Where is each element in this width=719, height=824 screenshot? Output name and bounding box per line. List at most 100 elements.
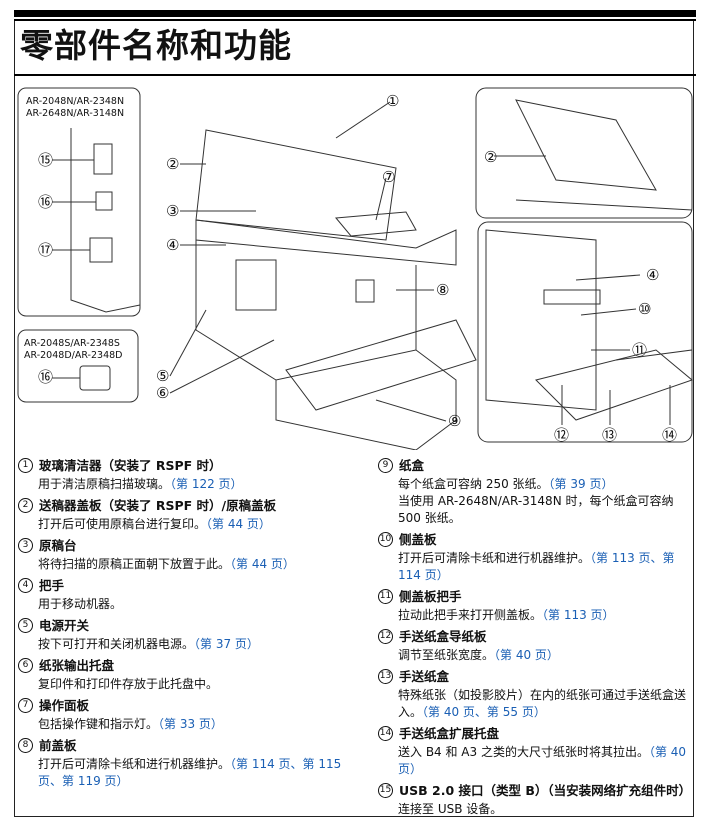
part-item-2: 2 送稿器盖板（安装了 RSPF 时）/原稿盖板 打开后可使用原稿台进行复印。（… — [18, 497, 368, 533]
page-reference-link[interactable]: （第 33 页） — [158, 717, 223, 731]
callout-13: ⑬ — [602, 426, 617, 444]
part-number-badge: 3 — [18, 538, 33, 553]
part-description: 复印件和打印件存放于此托盘中。 — [18, 676, 368, 693]
callout-3: ③ — [166, 202, 179, 220]
part-description: 送入 B4 和 A3 之类的大尺寸纸张时将其拉出。（第 40 页） — [378, 744, 696, 778]
part-description: 打开后可清除卡纸和进行机器维护。（第 113 页、第 114 页） — [378, 550, 696, 584]
part-description: 按下可打开和关闭机器电源。（第 37 页） — [18, 636, 368, 653]
callout-17: ⑰ — [38, 241, 53, 259]
part-description-text: 用于清洁原稿扫描玻璃。 — [38, 477, 171, 491]
part-number-badge: 15 — [378, 783, 393, 798]
page-reference-link[interactable]: （第 113 页、第 114 页） — [398, 551, 675, 582]
part-number-badge: 5 — [18, 618, 33, 633]
page-reference-link[interactable]: （第 114 页、第 115 页、第 119 页） — [38, 757, 342, 788]
part-number-badge: 12 — [378, 629, 393, 644]
page-reference-link[interactable]: （第 113 页） — [542, 608, 615, 622]
part-title: 侧盖板把手 — [399, 589, 462, 604]
part-item-14: 14 手送纸盒扩展托盘 送入 B4 和 A3 之类的大尺寸纸张时将其拉出。（第 … — [378, 725, 696, 778]
part-number-badge: 14 — [378, 726, 393, 741]
part-number-badge: 8 — [18, 738, 33, 753]
lan-port-icon — [89, 237, 113, 263]
parts-illustration: AR-2048N/AR-2348N AR-2648N/AR-3148N AR-2… — [16, 80, 694, 451]
paper-tray-shape — [285, 319, 477, 411]
usb-b-port-icon — [95, 191, 113, 211]
callout-5: ⑤ — [156, 367, 169, 385]
part-description: 包括操作键和指示灯。（第 33 页） — [18, 716, 368, 733]
part-description-text: 将待扫描的原稿正面朝下放置于此。 — [38, 557, 231, 571]
callout-9: ⑨ — [448, 412, 461, 430]
part-title: USB 2.0 接口（类型 B）（当安装网络扩充组件时） — [399, 783, 692, 798]
part-number-badge: 6 — [18, 658, 33, 673]
part-item-12: 12 手送纸盒导纸板 调节至纸张宽度。（第 40 页） — [378, 628, 696, 664]
part-description: 调节至纸张宽度。（第 40 页） — [378, 647, 696, 664]
part-title: 送稿器盖板（安装了 RSPF 时）/原稿盖板 — [39, 498, 277, 513]
part-description-text: 送入 B4 和 A3 之类的大尺寸纸张时将其拉出。 — [398, 745, 649, 759]
part-title: 纸张输出托盘 — [39, 658, 115, 673]
callout-15: ⑮ — [38, 151, 53, 169]
part-title: 手送纸盒导纸板 — [399, 629, 487, 644]
callout-4-inset: ④ — [646, 266, 659, 284]
page-reference-link[interactable]: （第 37 页） — [194, 637, 259, 651]
part-description: 将待扫描的原稿正面朝下放置于此。（第 44 页） — [18, 556, 368, 573]
callout-2: ② — [166, 155, 179, 173]
callout-12: ⑫ — [554, 426, 569, 444]
part-number-badge: 4 — [18, 578, 33, 593]
part-title: 操作面板 — [39, 698, 90, 713]
part-title: 把手 — [39, 578, 65, 593]
part-title: 电源开关 — [39, 618, 90, 633]
part-description-text: 打开后可清除卡纸和进行机器维护。 — [38, 757, 231, 771]
header-bar-thin — [14, 19, 696, 21]
part-description-text: 每个纸盒可容纳 250 张纸。 — [398, 477, 549, 491]
callout-7: ⑦ — [382, 168, 395, 186]
callout-1: ① — [386, 92, 399, 110]
part-item-6: 6 纸张输出托盘 复印件和打印件存放于此托盘中。 — [18, 657, 368, 693]
part-number-badge: 10 — [378, 532, 393, 547]
model-label-bottom-2: AR-2048D/AR-2348D — [24, 350, 122, 361]
model-label-bottom-1: AR-2048S/AR-2348S — [24, 338, 120, 349]
page-reference-link[interactable]: （第 39 页） — [548, 477, 614, 491]
usb-port-icon — [93, 143, 113, 175]
part-description: 打开后可清除卡纸和进行机器维护。（第 114 页、第 115 页、第 119 页… — [18, 756, 368, 790]
page-reference-link[interactable]: （第 40 页、第 55 页） — [422, 705, 546, 719]
part-title: 玻璃清洁器（安装了 RSPF 时） — [39, 458, 222, 473]
page-title: 零部件名称和功能 — [20, 26, 292, 65]
part-item-3: 3 原稿台 将待扫描的原稿正面朝下放置于此。（第 44 页） — [18, 537, 368, 573]
part-title: 手送纸盒 — [399, 669, 450, 684]
page-reference-link[interactable]: （第 40 页） — [398, 745, 687, 776]
page-reference-link[interactable]: （第 122 页） — [170, 477, 243, 491]
part-description: 打开后可使用原稿台进行复印。（第 44 页） — [18, 516, 368, 533]
part-item-13: 13 手送纸盒 特殊纸张（如投影胶片）在内的纸张可通过手送纸盒送入。（第 40 … — [378, 668, 696, 721]
part-number-badge: 2 — [18, 498, 33, 513]
page-reference-link[interactable]: （第 40 页） — [494, 648, 559, 662]
part-description-text: 连接至 USB 设备。 — [398, 802, 503, 816]
header-bar — [14, 10, 696, 17]
page-reference-link[interactable]: （第 44 页） — [230, 557, 295, 571]
usb-port-small-icon — [79, 365, 111, 391]
part-description-text: 拉动此把手来打开侧盖板。 — [398, 608, 543, 622]
part-item-15: 15 USB 2.0 接口（类型 B）（当安装网络扩充组件时） 连接至 USB … — [378, 782, 696, 818]
part-number-badge: 11 — [378, 589, 393, 604]
parts-column-left: 1 玻璃清洁器（安装了 RSPF 时） 用于清洁原稿扫描玻璃。（第 122 页）… — [18, 457, 368, 794]
part-description: 用于移动机器。 — [18, 596, 368, 613]
part-item-9: 9 纸盒 每个纸盒可容纳 250 张纸。（第 39 页） 当使用 AR-2648… — [378, 457, 696, 527]
callout-16-lower: ⑯ — [38, 368, 53, 386]
callout-6: ⑥ — [156, 384, 169, 402]
part-number-badge: 13 — [378, 669, 393, 684]
part-item-5: 5 电源开关 按下可打开和关闭机器电源。（第 37 页） — [18, 617, 368, 653]
part-description: 用于清洁原稿扫描玻璃。（第 122 页） — [18, 476, 368, 493]
part-description-text: 包括操作键和指示灯。 — [38, 717, 159, 731]
inset-interface-panel — [17, 87, 141, 317]
part-number-badge: 1 — [18, 458, 33, 473]
page-reference-link[interactable]: （第 44 页） — [206, 517, 271, 531]
part-title: 原稿台 — [39, 538, 77, 553]
part-description: 连接至 USB 设备。 — [378, 801, 696, 818]
inset-usb-panel — [17, 329, 139, 403]
title-rule — [14, 74, 696, 76]
part-title: 侧盖板 — [399, 532, 437, 547]
part-description-text: 用于移动机器。 — [38, 597, 123, 611]
document-cover-shape — [195, 129, 397, 241]
callout-16: ⑯ — [38, 193, 53, 211]
callout-2-inset: ② — [484, 148, 497, 166]
part-item-8: 8 前盖板 打开后可清除卡纸和进行机器维护。（第 114 页、第 115 页、第… — [18, 737, 368, 790]
part-description-text: 调节至纸张宽度。 — [398, 648, 495, 662]
